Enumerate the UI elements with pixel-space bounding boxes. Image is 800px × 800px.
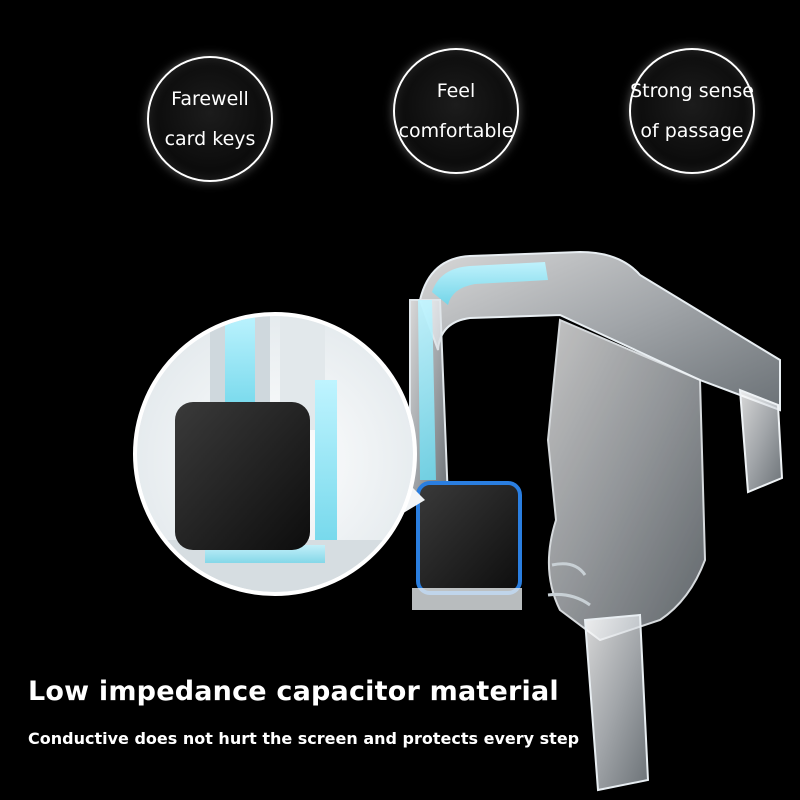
zoom-detail — [133, 312, 417, 596]
feature-label: of passage — [640, 120, 744, 142]
feature-circle-farewell: Farewell card keys — [147, 56, 273, 182]
feature-label: Farewell — [171, 88, 249, 110]
headline: Low impedance capacitor material — [28, 676, 559, 707]
feature-label: Strong sense — [630, 80, 754, 102]
feature-label: Feel — [436, 80, 476, 102]
feature-circle-passage: Strong sense of passage — [629, 48, 755, 174]
trigger-body — [409, 250, 784, 792]
feature-label: card keys — [164, 128, 256, 150]
feature-label: comfortable — [398, 120, 514, 142]
feature-circle-comfortable: Feel comfortable — [393, 48, 519, 174]
subline: Conductive does not hurt the screen and … — [28, 729, 580, 748]
